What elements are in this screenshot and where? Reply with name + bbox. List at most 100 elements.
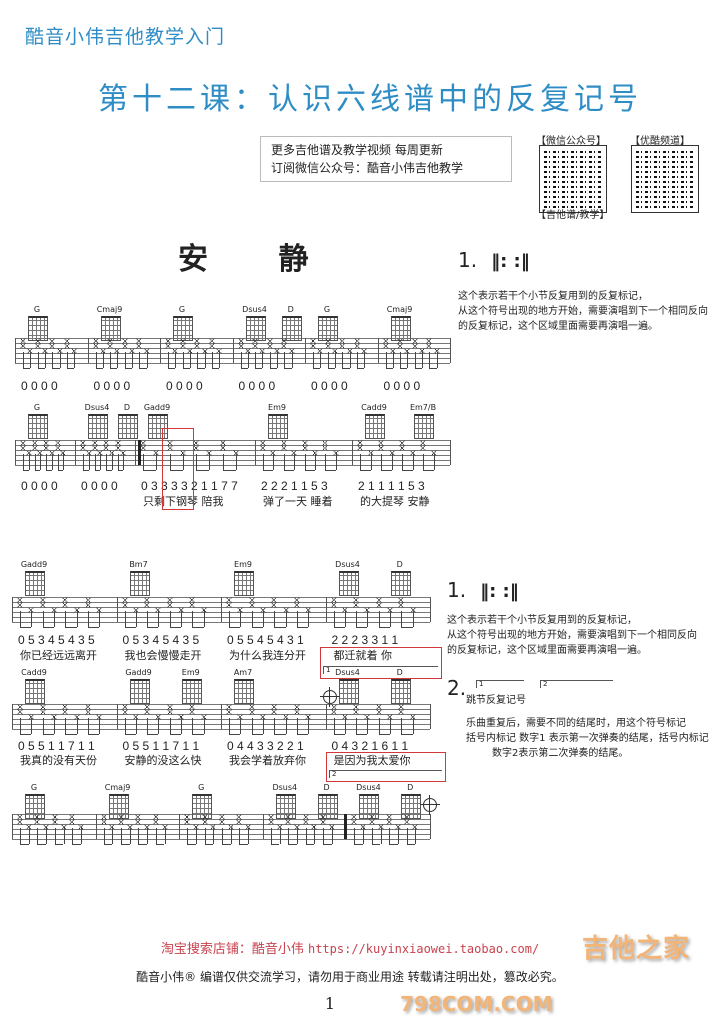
note-stem bbox=[181, 611, 183, 627]
tab-mark bbox=[135, 814, 141, 820]
note-stem bbox=[334, 352, 336, 368]
note-beam bbox=[192, 734, 204, 735]
note-stem bbox=[412, 454, 414, 470]
note-stem bbox=[40, 454, 42, 470]
tab-mark bbox=[140, 445, 146, 451]
chord-name: Em9 bbox=[181, 668, 200, 677]
tab-mark bbox=[93, 343, 98, 349]
note-beam bbox=[371, 844, 381, 845]
tab-mark bbox=[329, 824, 335, 830]
note-stem bbox=[436, 352, 438, 368]
note-stem bbox=[37, 352, 39, 368]
tab-mark bbox=[20, 343, 26, 349]
numbered-notes: 0 4 4 3 3 2 2 1 bbox=[227, 739, 304, 753]
tab-mark bbox=[202, 348, 208, 354]
note-stem bbox=[192, 611, 194, 627]
tab-mark bbox=[320, 814, 326, 820]
note-stem bbox=[138, 828, 140, 844]
note-beam bbox=[385, 368, 393, 369]
numbered-notes: 0 4 3 2 1 6 1 1 bbox=[331, 739, 409, 753]
numbered-notes: 0 0 0 0 bbox=[21, 479, 58, 493]
item1-number: 1. bbox=[458, 248, 478, 272]
tab-mark bbox=[184, 819, 190, 825]
note-stem bbox=[262, 611, 264, 627]
note-stem bbox=[402, 454, 403, 470]
chord-diagram bbox=[88, 414, 108, 439]
chord-name: G bbox=[33, 305, 41, 314]
note-stem bbox=[28, 828, 30, 844]
numbered-notes: 0 0 0 0 bbox=[238, 379, 276, 393]
note-stem bbox=[135, 718, 137, 734]
tab-mark bbox=[412, 343, 418, 349]
tab-mark bbox=[351, 814, 357, 820]
tab-mark bbox=[226, 704, 232, 710]
note-stem bbox=[147, 611, 149, 627]
note-stem bbox=[76, 718, 78, 734]
note-stem bbox=[262, 718, 264, 734]
note-beam bbox=[204, 844, 214, 845]
note-stem bbox=[291, 352, 293, 368]
note-beam bbox=[187, 844, 196, 845]
tab-mark bbox=[133, 607, 139, 613]
chord-diagram bbox=[390, 571, 411, 596]
note-stem bbox=[158, 718, 160, 734]
shop-line: 淘宝搜索店铺：酷音小伟 https://kuyinxiaowei.taobao.… bbox=[0, 938, 700, 957]
tab-mark bbox=[144, 348, 150, 354]
chord-name: G bbox=[178, 305, 186, 314]
note-beam bbox=[42, 734, 54, 735]
note-stem bbox=[247, 352, 249, 368]
lesson-title: 第十二课：认识六线谱中的反复记号 bbox=[98, 82, 642, 117]
coda-icon bbox=[320, 687, 340, 707]
tab-mark bbox=[167, 602, 173, 608]
tab-mark bbox=[129, 348, 135, 354]
tab-mark bbox=[194, 343, 200, 349]
note-stem bbox=[164, 828, 166, 844]
tab-mark bbox=[100, 348, 106, 354]
tab-mark bbox=[71, 348, 77, 354]
note-stem bbox=[139, 352, 141, 368]
staff-line bbox=[15, 460, 450, 461]
tab-mark bbox=[354, 338, 360, 344]
note-beam bbox=[143, 470, 157, 471]
note-stem bbox=[175, 352, 177, 368]
shop-url[interactable]: https://kuyinxiaowei.taobao.com/ bbox=[307, 942, 540, 956]
note-beam bbox=[240, 368, 248, 369]
note-stem bbox=[305, 828, 307, 844]
note-stem bbox=[196, 454, 197, 470]
note-beam bbox=[284, 368, 292, 369]
tab-mark bbox=[153, 814, 159, 820]
tab-mark bbox=[97, 450, 103, 456]
chord-diagram bbox=[318, 316, 338, 341]
tab-mark bbox=[216, 348, 222, 354]
chord-name: D bbox=[396, 560, 403, 569]
barline bbox=[75, 440, 76, 465]
tab-mark bbox=[40, 704, 46, 710]
promo-line-1: 更多吉他谱及教学视频 每周更新 bbox=[271, 143, 443, 157]
note-stem bbox=[294, 454, 296, 470]
barline bbox=[450, 338, 451, 363]
note-beam bbox=[423, 470, 434, 471]
repeat-sign: ‖: :‖ bbox=[491, 251, 530, 272]
note-stem bbox=[53, 611, 55, 627]
chord-diagram bbox=[401, 794, 422, 819]
tab-mark bbox=[283, 714, 289, 720]
note-stem bbox=[169, 718, 171, 734]
tab-mark bbox=[40, 709, 46, 715]
tab-mark bbox=[303, 819, 309, 825]
note-stem bbox=[106, 454, 107, 470]
tab-mark bbox=[303, 814, 309, 820]
note-stem bbox=[66, 352, 68, 368]
note-beam bbox=[401, 627, 413, 628]
tab-mark bbox=[376, 704, 382, 710]
note-stem bbox=[124, 611, 126, 627]
note-stem bbox=[270, 828, 272, 844]
chord-diagram bbox=[317, 794, 338, 819]
note-stem bbox=[219, 352, 221, 368]
note-stem bbox=[344, 718, 346, 734]
chord-diagram bbox=[390, 679, 411, 704]
note-stem bbox=[314, 828, 316, 844]
tab-mark bbox=[62, 709, 68, 715]
lyrics: 只剩下钢琴 陪我 bbox=[143, 495, 224, 508]
tab-mark bbox=[153, 450, 159, 456]
watermark-site: 798COM.COM bbox=[400, 992, 553, 1016]
